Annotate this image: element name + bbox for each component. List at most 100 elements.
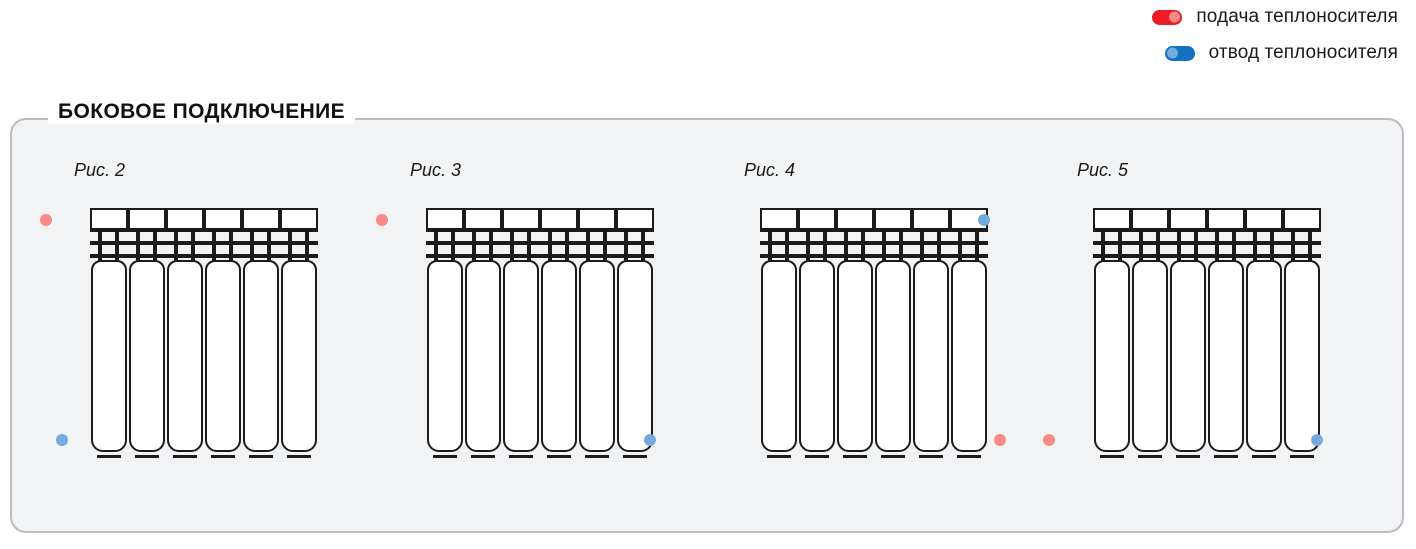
- radiator: [1093, 208, 1321, 460]
- section-body: [427, 260, 463, 452]
- legend: подача теплоносителя отвод теплоносителя: [1152, 6, 1398, 64]
- radiator-section: [760, 208, 798, 460]
- panel-title: БОКОВОЕ ПОДКЛЮЧЕНИЕ: [48, 100, 356, 124]
- section-collector: [1169, 208, 1207, 230]
- radiator-section: [280, 208, 318, 460]
- section-collector: [1245, 208, 1283, 230]
- radiator: [760, 208, 988, 460]
- radiator: [90, 208, 318, 460]
- section-body: [837, 260, 873, 452]
- legend-item-return: отвод теплоносителя: [1164, 42, 1398, 64]
- section-fins: [912, 228, 950, 262]
- section-fins: [540, 228, 578, 262]
- section-fins: [616, 228, 654, 262]
- section-fins: [874, 228, 912, 262]
- section-foot: [433, 455, 457, 458]
- section-foot: [1252, 455, 1276, 458]
- section-body: [129, 260, 165, 452]
- radiator-section: [166, 208, 204, 460]
- radiator-section: [1245, 208, 1283, 460]
- section-fins: [1169, 228, 1207, 262]
- section-fins: [760, 228, 798, 262]
- section-body: [1132, 260, 1168, 452]
- section-collector: [166, 208, 204, 230]
- section-body: [1170, 260, 1206, 452]
- figure-label: Рис. 4: [744, 160, 796, 180]
- section-collector: [426, 208, 464, 230]
- radiator-section: [204, 208, 242, 460]
- section-fins: [426, 228, 464, 262]
- section-foot: [585, 455, 609, 458]
- section-collector: [1283, 208, 1321, 230]
- radiator-section: [874, 208, 912, 460]
- section-body: [1246, 260, 1282, 452]
- section-foot: [249, 455, 273, 458]
- section-collector: [1093, 208, 1131, 230]
- section-collector: [1207, 208, 1245, 230]
- section-foot: [135, 455, 159, 458]
- section-collector: [464, 208, 502, 230]
- section-foot: [957, 455, 981, 458]
- radiator: [426, 208, 654, 460]
- section-body: [951, 260, 987, 452]
- radiator-section: [1283, 208, 1321, 460]
- supply-pill-icon: [1152, 9, 1183, 25]
- section-foot: [547, 455, 571, 458]
- radiator-section: [578, 208, 616, 460]
- radiator-section: [464, 208, 502, 460]
- section-body: [1284, 260, 1320, 452]
- radiator-section: [1093, 208, 1131, 460]
- section-foot: [767, 455, 791, 458]
- section-foot: [173, 455, 197, 458]
- section-fins: [1245, 228, 1283, 262]
- figure-label: Рис. 2: [74, 160, 126, 180]
- section-fins: [1131, 228, 1169, 262]
- section-body: [243, 260, 279, 452]
- section-foot: [509, 455, 533, 458]
- section-fins: [798, 228, 836, 262]
- section-body: [205, 260, 241, 452]
- legend-item-supply: подача теплоносителя: [1152, 6, 1398, 28]
- radiator-section: [950, 208, 988, 460]
- section-collector: [90, 208, 128, 230]
- section-collector: [760, 208, 798, 230]
- section-collector: [912, 208, 950, 230]
- section-fins: [90, 228, 128, 262]
- section-foot: [623, 455, 647, 458]
- radiator-section: [128, 208, 166, 460]
- radiator-section: [798, 208, 836, 460]
- section-foot: [881, 455, 905, 458]
- section-body: [167, 260, 203, 452]
- figure-4: Рис. 4: [742, 160, 1006, 458]
- section-foot: [1100, 455, 1124, 458]
- section-fins: [578, 228, 616, 262]
- figure-label: Рис. 5: [1077, 160, 1129, 180]
- section-body: [913, 260, 949, 452]
- section-body: [1094, 260, 1130, 452]
- section-collector: [1131, 208, 1169, 230]
- section-fins: [128, 228, 166, 262]
- section-fins: [950, 228, 988, 262]
- section-collector: [578, 208, 616, 230]
- section-foot: [97, 455, 121, 458]
- radiator-section: [1207, 208, 1245, 460]
- section-fins: [204, 228, 242, 262]
- radiator-section: [540, 208, 578, 460]
- section-body: [617, 260, 653, 452]
- section-fins: [166, 228, 204, 262]
- section-foot: [211, 455, 235, 458]
- section-body: [799, 260, 835, 452]
- legend-label-supply: подача теплоносителя: [1196, 6, 1398, 27]
- section-fins: [502, 228, 540, 262]
- section-foot: [287, 455, 311, 458]
- section-foot: [1138, 455, 1162, 458]
- section-fins: [1207, 228, 1245, 262]
- section-collector: [836, 208, 874, 230]
- section-body: [465, 260, 501, 452]
- figure-label: Рис. 3: [410, 160, 462, 180]
- section-collector: [616, 208, 654, 230]
- section-collector: [502, 208, 540, 230]
- section-foot: [1176, 455, 1200, 458]
- section-foot: [1290, 455, 1314, 458]
- section-collector: [798, 208, 836, 230]
